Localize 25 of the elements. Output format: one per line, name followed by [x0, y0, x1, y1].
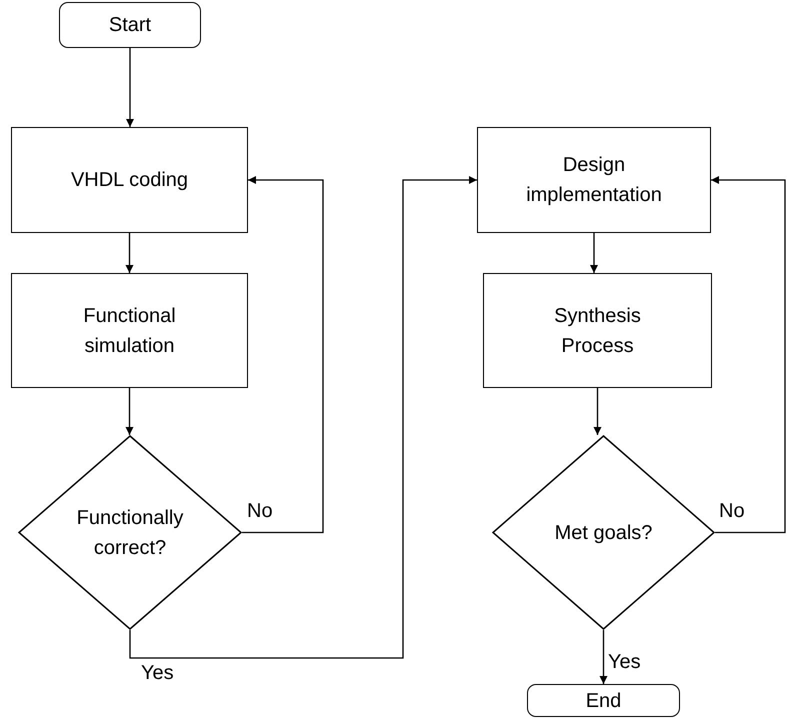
terminal-box — [59, 2, 201, 48]
node-text: Start — [108, 13, 152, 38]
process-box — [483, 273, 712, 388]
node-text: Design implementation — [525, 153, 663, 208]
node-text: VHDL coding — [70, 168, 188, 193]
node-text: Functional simulation — [82, 304, 177, 358]
node-text: Synthesis Process — [553, 304, 642, 358]
arrow — [126, 388, 134, 435]
process-box — [11, 127, 248, 233]
terminal-box — [527, 684, 680, 717]
process-box — [11, 273, 248, 388]
arrow — [711, 176, 786, 534]
node-text: Functionally correct? — [76, 506, 184, 560]
decision-diamond — [492, 435, 715, 630]
arrow — [126, 48, 134, 127]
arrow — [600, 630, 608, 684]
node-text: End — [586, 688, 622, 714]
arrow — [129, 176, 477, 659]
arrow — [590, 233, 598, 273]
arrow — [126, 233, 134, 273]
process-box — [477, 127, 711, 233]
arrow — [242, 176, 324, 534]
node-text: Met goals? — [554, 520, 652, 546]
decision-diamond — [18, 435, 242, 630]
arrow — [594, 388, 602, 435]
